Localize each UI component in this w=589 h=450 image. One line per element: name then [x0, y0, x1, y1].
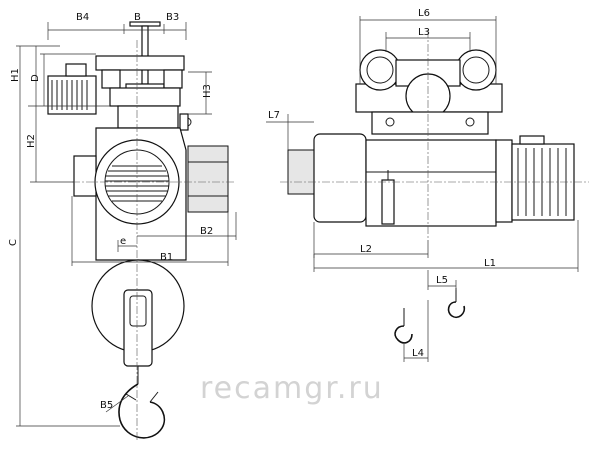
label-l5: L5: [436, 275, 448, 286]
trolley: [95, 55, 192, 131]
label-h2: H2: [26, 134, 37, 148]
label-l1: L1: [484, 258, 496, 269]
label-d: D: [30, 74, 41, 82]
label-l6: L6: [418, 8, 430, 19]
label-b5: B5: [100, 400, 113, 411]
travel-motor: [47, 63, 97, 115]
side-view: L6 L3 L7 L2 L1 L5 L4: [266, 8, 589, 362]
watermark-text: recamgr.ru: [200, 371, 384, 406]
label-b1: B1: [160, 252, 173, 263]
side-dimensions: [266, 16, 579, 362]
label-c: C: [8, 239, 19, 246]
label-l3: L3: [418, 27, 430, 38]
label-b2: B2: [200, 226, 213, 237]
front-labels: B4 B B3 H1 D H3 H2 C e B2 B1 B5: [8, 12, 213, 411]
label-h3: H3: [202, 84, 213, 98]
label-l7: L7: [268, 110, 280, 121]
side-hooks: [394, 288, 466, 344]
label-h1: H1: [10, 68, 21, 82]
hook-block: [91, 259, 185, 439]
hoist-body: [73, 127, 229, 261]
label-b: B: [134, 12, 141, 23]
label-b4: B4: [76, 12, 89, 23]
label-l2: L2: [360, 244, 372, 255]
front-view: B4 B B3 H1 D H3 H2 C e B2 B1 B5: [8, 12, 237, 440]
side-trolley: [355, 49, 503, 135]
label-l4: L4: [412, 348, 424, 359]
label-b3: B3: [166, 12, 179, 23]
front-dimensions: [16, 22, 237, 427]
side-labels: L6 L3 L7 L2 L1 L5 L4: [268, 8, 496, 359]
label-e: e: [120, 236, 126, 247]
side-hoist-unit: [287, 133, 575, 227]
